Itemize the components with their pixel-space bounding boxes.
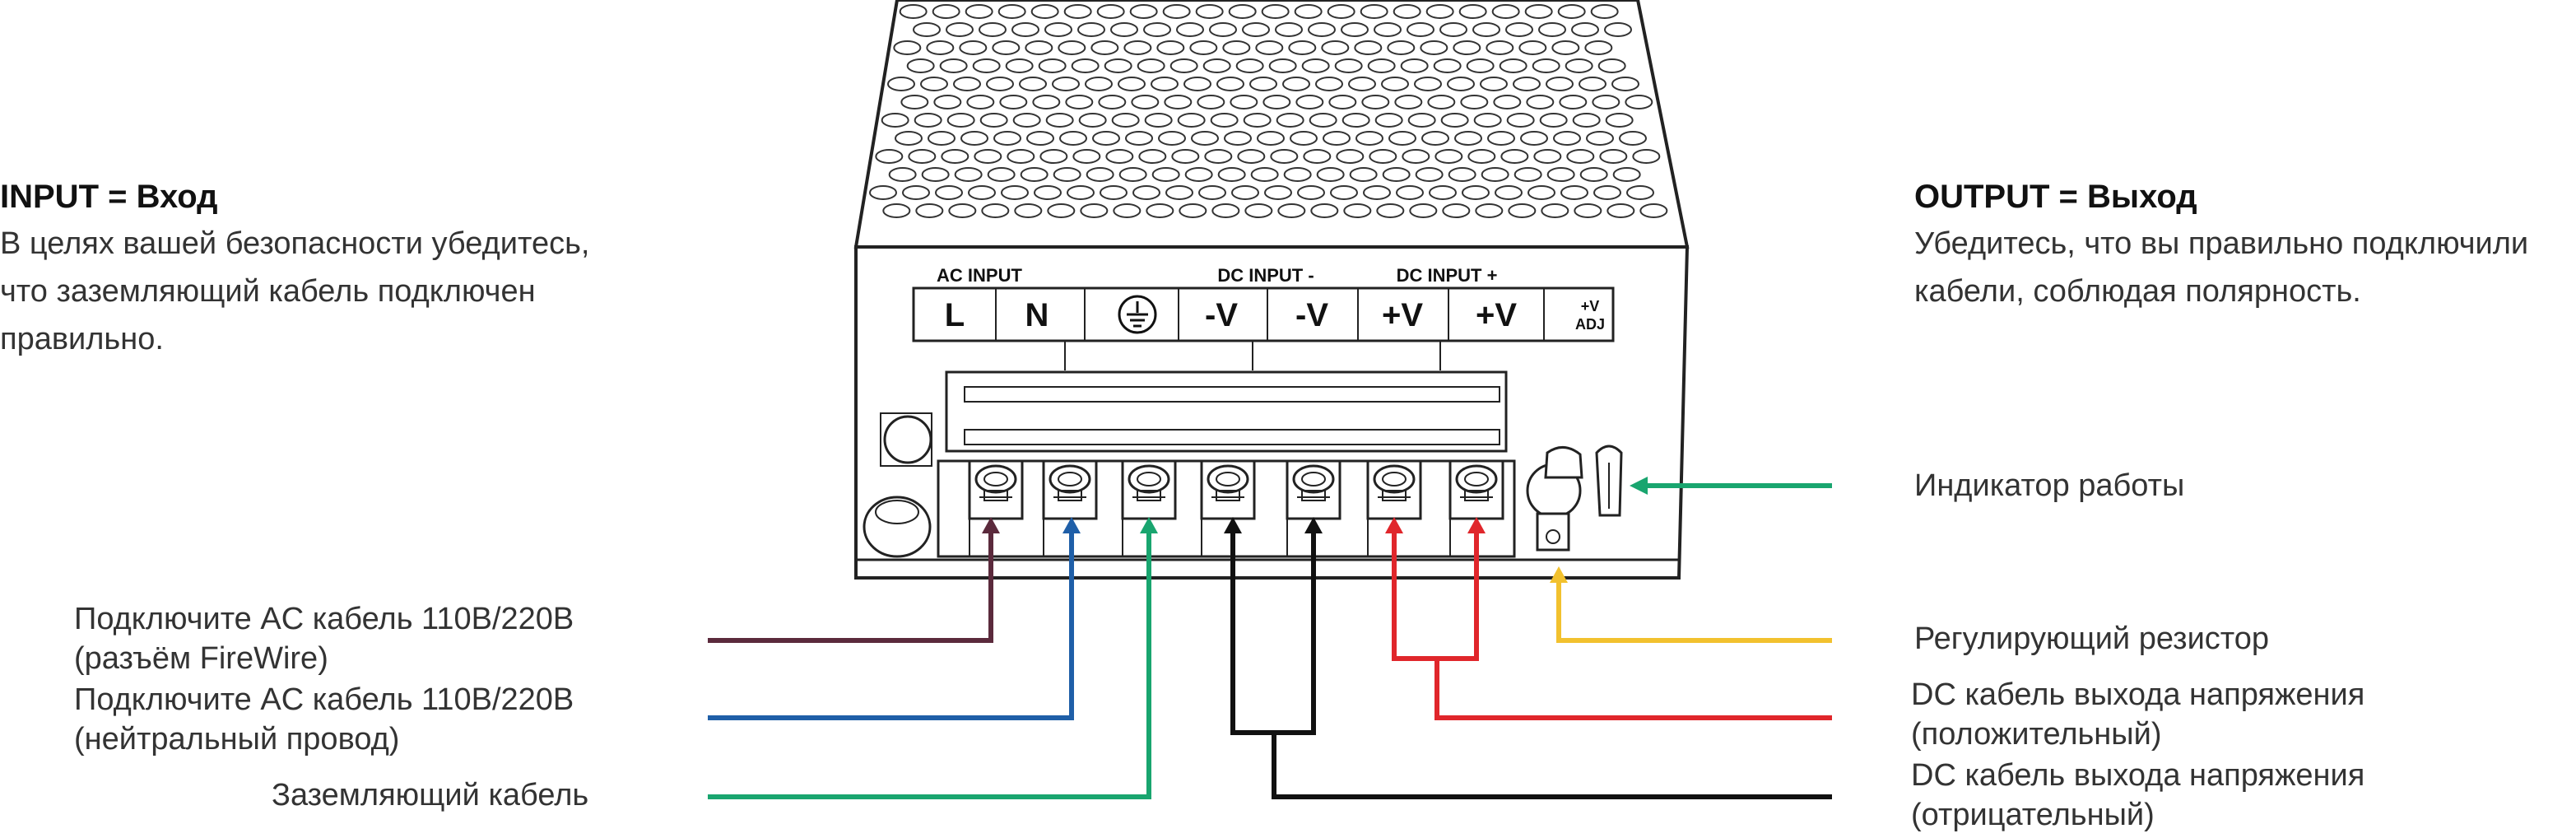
arrow-up-icon (1467, 517, 1486, 533)
ac-n-callout-line-1: Подключите AC кабель 110В/220В (74, 682, 574, 717)
dc-input-minus-label: DC INPUT - (1217, 265, 1314, 286)
screw-terminal-6 (1366, 459, 1422, 556)
terminal-label-2: N (1025, 297, 1049, 333)
ac-input-label: AC INPUT (937, 265, 1022, 286)
arrow-up-icon (1140, 517, 1158, 533)
arrow-up-icon (1062, 517, 1081, 533)
arrow-up-icon (1385, 517, 1403, 533)
dc-plus-callout-line-1: DC кабель выхода напряжения (1911, 677, 2365, 712)
output-desc-line-1: Убедитесь, что вы правильно подключили (1914, 226, 2529, 261)
resistor-wire (1556, 581, 1832, 643)
ground-wire (708, 528, 1151, 799)
terminal-label-5: -V (1295, 297, 1328, 333)
screw-terminal-7 (1448, 459, 1504, 556)
terminal-label-6: +V (1382, 297, 1423, 333)
ac-l-callout-line-1: Подключите AC кабель 110В/220В (74, 602, 574, 636)
screw-terminal-3 (1121, 459, 1177, 556)
ventilation-holes (869, 4, 1668, 218)
terminal-label-1: L (945, 297, 965, 333)
ac-n-callout-line-2: (нейтральный провод) (74, 722, 400, 757)
ground-symbol-icon (1118, 295, 1157, 334)
screw-terminal-1 (968, 459, 1024, 556)
ac-l-callout-line-2: (разъём FireWire) (74, 641, 328, 676)
input-desc-line-2: что заземляющий кабель подключен (0, 274, 536, 309)
input-heading: INPUT = Вход (0, 179, 218, 215)
dc-plus-callout-line-2: (положительный) (1911, 717, 2162, 752)
screw-terminal-2 (1042, 459, 1098, 556)
arrow-up-icon (1550, 566, 1568, 583)
output-heading: OUTPUT = Выход (1914, 179, 2197, 215)
dc-plus-wire-out (1434, 659, 1832, 720)
ground-callout: Заземляющий кабель (272, 778, 589, 812)
screw-terminal-4 (1200, 459, 1256, 556)
dc-minus-wire-out (1272, 733, 1832, 799)
ac-l-wire (708, 528, 993, 643)
arrow-left-icon (1630, 477, 1648, 495)
indicator-callout: Индикатор работы (1914, 468, 2185, 503)
dc-minus-callout-line-1: DC кабель выхода напряжения (1911, 758, 2365, 793)
arrow-up-icon (1304, 517, 1323, 533)
terminal-label-strip (912, 286, 1615, 342)
fuse-holder (883, 415, 932, 464)
resistor-callout: Регулирующий резистор (1914, 622, 2270, 656)
dc-input-plus-label: DC INPUT + (1397, 265, 1498, 286)
adj-top-label: +V (1581, 298, 1600, 314)
arrow-up-icon (1224, 517, 1242, 533)
output-desc-line-2: кабели, соблюдая полярность. (1914, 274, 2361, 309)
terminal-label-7: +V (1476, 297, 1517, 333)
arrow-up-icon (982, 517, 1000, 533)
ac-n-wire (708, 528, 1074, 720)
input-desc-line-1: В целях вашей безопасности убедитесь, (0, 226, 590, 261)
dc-minus-callout-line-2: (отрицательный) (1911, 798, 2155, 832)
adj-bottom-label: ADJ (1575, 316, 1605, 333)
terminal-label-4: -V (1205, 297, 1238, 333)
input-desc-line-3: правильно. (0, 322, 164, 356)
